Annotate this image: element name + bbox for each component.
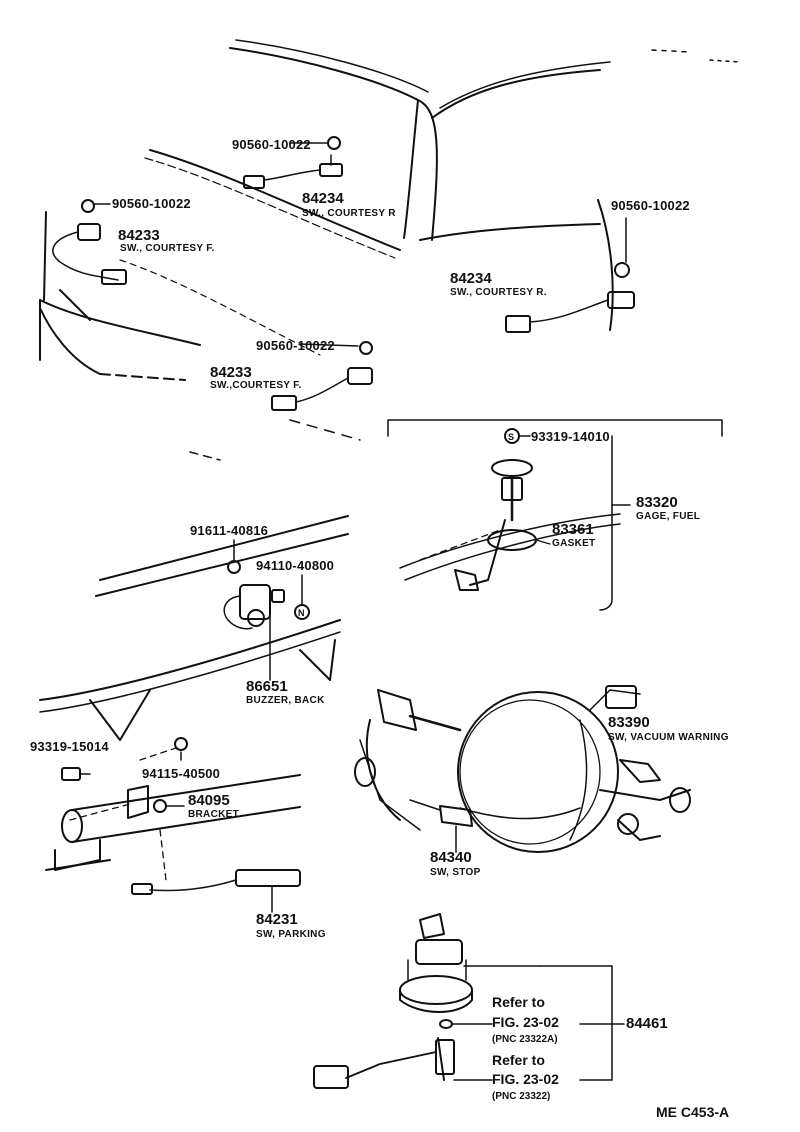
part-no-90560-10022-f-mid: 90560-10022 [256, 338, 335, 353]
part-name-parking: SW, PARKING [256, 929, 326, 940]
part-no-84231: 84231 [256, 911, 298, 928]
part-no-90560-10022-r-right: 90560-10022 [611, 198, 690, 213]
part-name-courtesy-r-right: SW., COURTESY R. [450, 287, 547, 298]
ref-1-refer-to: Refer to [492, 994, 545, 1010]
part-no-90560-10022-r-upper: 90560-10022 [232, 137, 311, 152]
part-no-84095: 84095 [188, 792, 230, 809]
ref-2-fig: FIG. 23-02 [492, 1071, 559, 1087]
brake-booster [354, 685, 691, 853]
switch-84461 [313, 913, 625, 1089]
part-no-83390: 83390 [608, 714, 650, 731]
part-name-buzzer-back: BUZZER, BACK [246, 695, 325, 706]
part-no-84234-upper: 84234 [302, 190, 344, 207]
ref-2-pnc: (PNC 23322) [492, 1091, 551, 1102]
part-no-91611-40816: 91611-40816 [190, 523, 269, 538]
part-name-vacuum-warning: SW, VACUUM WARNING [608, 732, 729, 743]
part-name-bracket: BRACKET [188, 809, 239, 820]
svg-text:S: S [508, 432, 514, 442]
part-no-83361: 83361 [552, 521, 594, 538]
part-name-gasket: GASKET [552, 538, 596, 549]
bracket-assembly [45, 737, 301, 913]
part-no-83320: 83320 [636, 494, 678, 511]
part-no-84234-right: 84234 [450, 270, 492, 287]
ref-1-fig: FIG. 23-02 [492, 1014, 559, 1030]
courtesy-switch-f-mid [271, 341, 373, 411]
ref-2-refer-to: Refer to [492, 1052, 545, 1068]
part-no-90560-10022-f-upper: 90560-10022 [112, 196, 191, 211]
part-no-94115-40500: 94115-40500 [142, 766, 221, 781]
part-no-84340: 84340 [430, 849, 472, 866]
part-name-stop: SW, STOP [430, 867, 481, 878]
part-name-courtesy-r-upper: SW., COURTESY R [302, 208, 396, 219]
courtesy-switch-f-upper [52, 199, 127, 285]
frame-rails [39, 515, 349, 741]
svg-text:N: N [298, 608, 305, 618]
part-no-84461: 84461 [626, 1015, 668, 1032]
part-no-94110-40800: 94110-40800 [256, 558, 335, 573]
figure-code: ME C453-A [656, 1104, 730, 1120]
part-no-84233-upper: 84233 [118, 227, 160, 244]
part-no-86651: 86651 [246, 678, 288, 695]
fuel-gage-assembly: S [387, 419, 723, 611]
courtesy-switch-r-upper [243, 136, 343, 189]
part-no-84233-mid: 84233 [210, 364, 252, 381]
part-no-93319-14010: 93319-14010 [531, 429, 610, 444]
part-name-courtesy-f-upper: SW., COURTESY F. [120, 243, 215, 254]
part-name-courtesy-f-mid: SW.,COURTESY F. [210, 380, 302, 391]
part-name-gage-fuel: GAGE, FUEL [636, 511, 701, 522]
body-outline [39, 39, 741, 461]
back-buzzer: N [223, 539, 310, 681]
courtesy-switch-r-right [505, 217, 635, 333]
ref-1-pnc: (PNC 23322A) [492, 1034, 558, 1045]
part-no-93319-15014: 93319-15014 [30, 739, 109, 754]
